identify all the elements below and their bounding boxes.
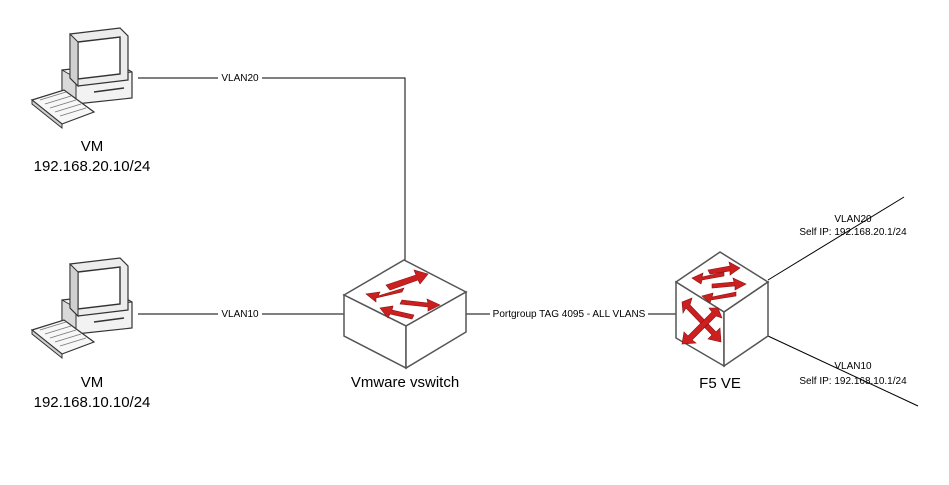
link-label-vlan20: VLAN20 [221,73,259,84]
vswitch-name: Vmware vswitch [351,374,459,391]
link-f5-vlan10 [767,335,919,407]
vm2-name: VM [81,374,104,391]
switch-icon [342,259,468,370]
f5-node: F5 VE [674,251,770,392]
f5-interface-upper: VLAN20 Self IP: 192.168.20.1/24 [799,214,907,238]
f5-upper-selfip: Self IP: 192.168.20.1/24 [799,227,907,238]
vswitch-node: Vmware vswitch [342,259,468,391]
computer-icon [31,257,133,359]
link-label-vlan10: VLAN10 [221,309,259,320]
f5-upper-vlan: VLAN20 [834,214,872,225]
link-label-trunk: Portgroup TAG 4095 - ALL VLANS [493,309,646,320]
connections [138,77,919,407]
vm2-ip: 192.168.10.10/24 [34,394,151,411]
f5-lower-vlan: VLAN10 [834,361,872,372]
vm2-node: VM 192.168.10.10/24 [31,257,151,411]
link-f5-vlan20 [767,196,905,281]
f5-name: F5 VE [699,375,741,392]
vm1-ip: 192.168.20.10/24 [34,158,151,175]
router-icon [674,251,770,368]
vm1-node: VM 192.168.20.10/24 [31,27,151,175]
f5-lower-selfip: Self IP: 192.168.10.1/24 [799,376,907,387]
computer-icon [31,27,133,129]
f5-interface-lower: VLAN10 Self IP: 192.168.10.1/24 [799,361,907,387]
link-vm1-vswitch [138,77,406,262]
vm1-name: VM [81,138,104,155]
